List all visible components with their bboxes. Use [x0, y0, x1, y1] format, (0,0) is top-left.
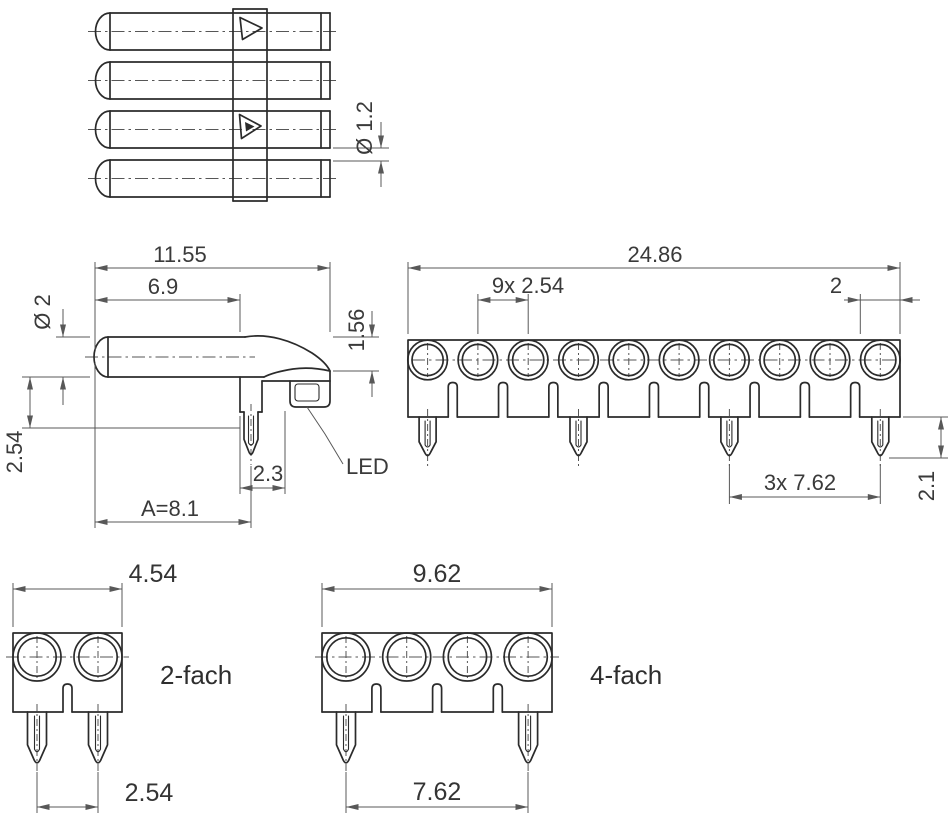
- body-outline: [407, 339, 901, 418]
- quad-body-group: [315, 632, 559, 774]
- dim-label-pin-offset: 2.3: [253, 461, 284, 486]
- pin: [870, 416, 890, 457]
- pin: [335, 711, 357, 764]
- dim-label-led-pitch: 9x 2.54: [492, 273, 564, 298]
- dim-label-axis-offset: 2.54: [2, 431, 27, 474]
- led-dome: [94, 12, 111, 51]
- led-dome: [93, 336, 109, 378]
- led-leader-line: [306, 406, 344, 465]
- led-lens-inner: [813, 343, 847, 377]
- led-dome: [94, 159, 111, 198]
- led-lens-inner: [77, 636, 119, 678]
- slot-cut: [62, 683, 73, 713]
- pin-slot: [94, 715, 102, 753]
- single-pin-group: [243, 404, 259, 465]
- slot-cut: [849, 381, 861, 418]
- pin: [243, 411, 259, 456]
- strip-body-group: [406, 339, 901, 466]
- led-lens-inner: [16, 636, 58, 678]
- view-quad-side: Ø 1.2: [88, 8, 389, 202]
- dim-label-pin-pitch: 3x 7.62: [764, 470, 836, 495]
- pin-slot: [575, 420, 582, 448]
- led-callout-label: LED: [346, 454, 389, 479]
- pin: [87, 711, 109, 764]
- pin: [720, 416, 739, 457]
- slot-cut: [492, 683, 504, 713]
- quad-caption: 4-fach: [590, 660, 662, 690]
- slot-cut: [598, 381, 609, 418]
- led-lens-inner: [763, 343, 797, 377]
- dim-label-total-length: 11.55: [153, 242, 206, 267]
- pin-slot: [342, 715, 350, 753]
- latch-triangle-inner: [245, 122, 255, 132]
- slot-cut: [799, 381, 811, 418]
- led-pocket: [289, 380, 331, 408]
- latch-triangle-mid: [238, 113, 262, 140]
- led-lens-inner: [662, 343, 696, 377]
- dim-label-strip-length: 24.86: [627, 242, 682, 267]
- duo-body-group: [6, 632, 129, 774]
- pin-slot: [33, 715, 41, 753]
- dim-label-led-diameter: 2: [830, 273, 842, 298]
- latch-triangle-top: [239, 16, 263, 41]
- pin-slot: [525, 715, 532, 753]
- dim-label-duo-width: 4.54: [129, 560, 178, 588]
- slot-cut: [497, 381, 509, 418]
- view-duo-front: 4.54 2.54 2-fach: [6, 560, 232, 813]
- body-outline: [321, 632, 553, 713]
- dim-label-body-length: 6.9: [148, 274, 179, 299]
- dim-label-quad-width: 9.62: [413, 560, 462, 588]
- view-quad-front: 9.62 7.62 4-fach: [315, 560, 662, 813]
- body-outline: [12, 632, 123, 713]
- led-dome: [94, 110, 111, 149]
- slot-cut: [431, 683, 443, 713]
- slot-cut: [371, 683, 382, 713]
- led-lens-inner: [562, 343, 595, 377]
- pin-slot: [726, 420, 733, 448]
- dim-label-tab-height: 1.56: [344, 309, 369, 352]
- dim-label-quad-pin-pitch: 7.62: [413, 778, 462, 806]
- pin: [569, 416, 588, 457]
- pin: [517, 711, 539, 764]
- led-lens-inner: [461, 343, 495, 377]
- pin-slot: [877, 420, 884, 448]
- led-lens-inner: [447, 636, 488, 678]
- led-lens-inner: [712, 343, 746, 377]
- pin: [418, 416, 437, 457]
- dim-label-pin-diameter: Ø 1.2: [352, 101, 377, 155]
- dim-label-a-dimension: A=8.1: [141, 496, 199, 521]
- pin-slot: [247, 415, 255, 446]
- duo-caption: 2-fach: [160, 660, 232, 690]
- quad-rows: [88, 12, 340, 198]
- led-lens-inner: [325, 636, 367, 678]
- led-lens-inner: [612, 343, 646, 377]
- led-chip: [294, 383, 320, 402]
- slot-cut: [749, 381, 760, 418]
- led-lens-inner: [511, 343, 545, 377]
- led-dome: [94, 61, 111, 100]
- dim-label-diameter: Ø 2: [30, 294, 55, 329]
- led-lens-inner: [386, 636, 427, 678]
- led-lens-inner: [863, 343, 897, 377]
- pin-slot: [424, 420, 431, 448]
- slot-cut: [447, 381, 459, 418]
- led-lens-inner: [508, 636, 549, 678]
- view-strip-front: 24.86 9x 2.54 2 3x 7.62 2.1: [406, 242, 948, 504]
- dim-label-pin-length: 2.1: [914, 471, 939, 502]
- slot-cut: [648, 381, 660, 418]
- slot-cut: [698, 381, 710, 418]
- view-single-side: 11.55 6.9 Ø 2 1.56 2.54 2.3 A=8.1 LED: [2, 242, 389, 528]
- dim-label-duo-pin-pitch: 2.54: [125, 779, 174, 807]
- pin: [26, 711, 48, 764]
- led-lens-inner: [411, 343, 445, 377]
- slot-cut: [548, 381, 559, 418]
- holder-nose: [244, 335, 331, 378]
